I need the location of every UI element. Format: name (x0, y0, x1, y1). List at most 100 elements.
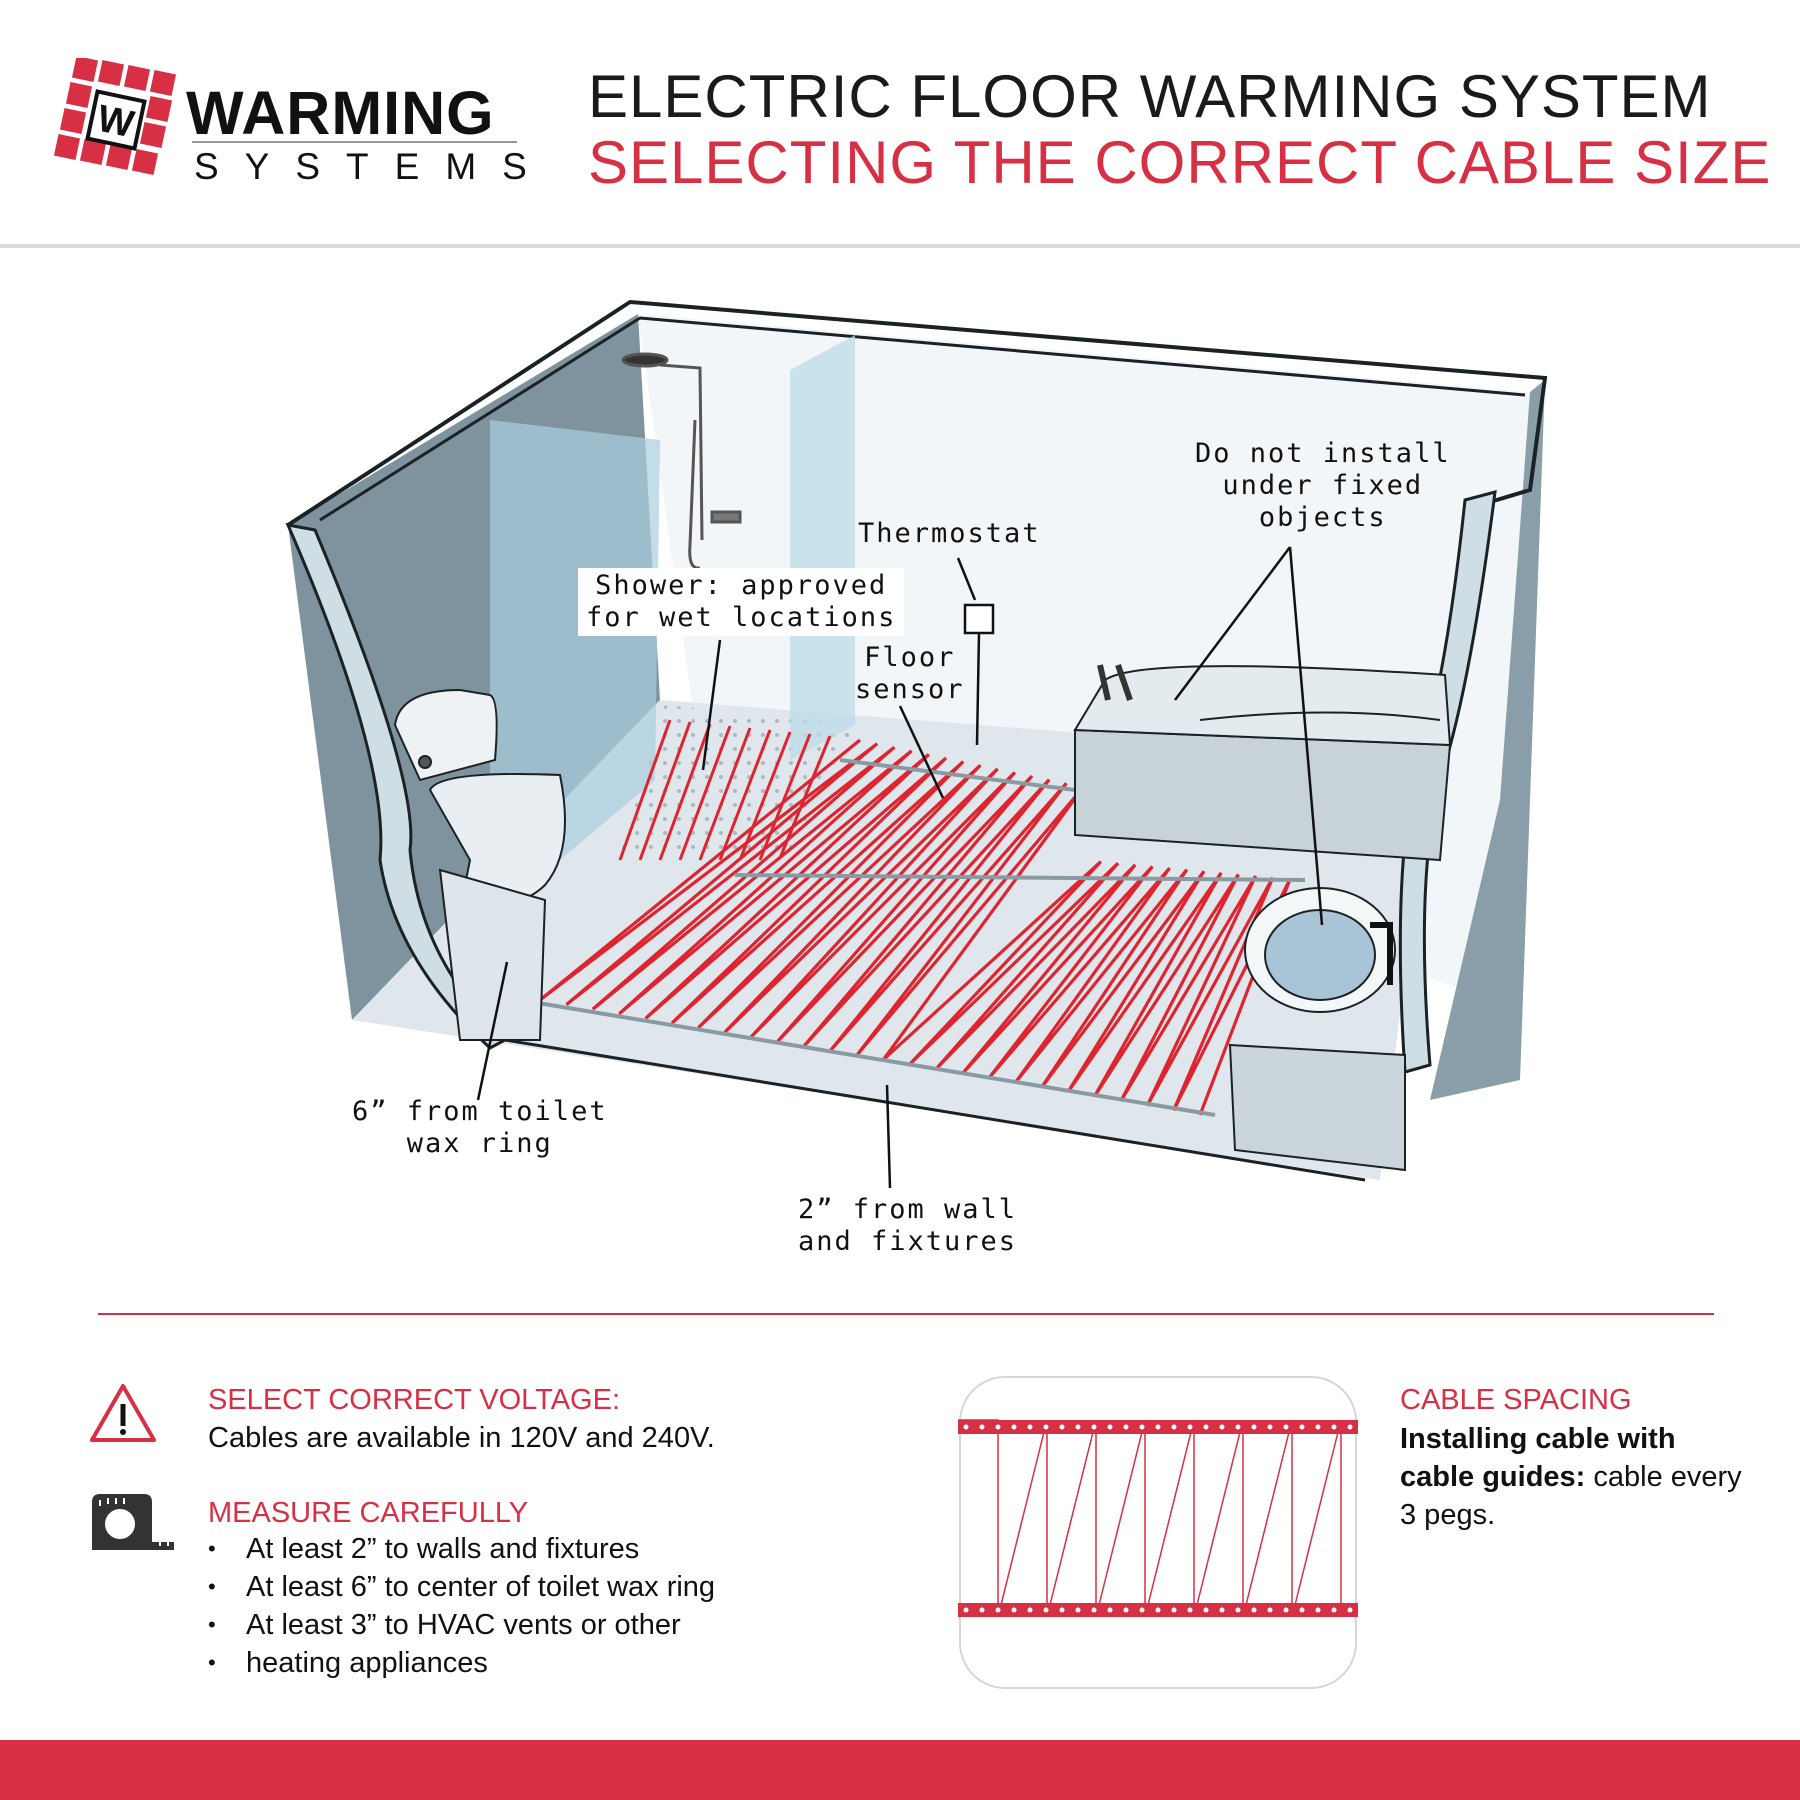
bathroom-illustration (285, 299, 1548, 1189)
callout-toilet: 6” from toilet wax ring (352, 1096, 608, 1159)
guide-peg (995, 1424, 1001, 1430)
logo-tile-icon: W (53, 55, 177, 176)
guide-peg (1107, 1607, 1113, 1613)
logo[interactable]: W WARMING SYSTEMS (52, 55, 527, 188)
guide-peg (1171, 1607, 1177, 1613)
page-title: ELECTRIC FLOOR WARMING SYSTEM (588, 63, 1712, 130)
logo-brand-line2: SYSTEMS (194, 146, 553, 187)
guide-peg (1139, 1607, 1145, 1613)
guide-peg (1203, 1424, 1209, 1430)
bathtub (1073, 664, 1452, 862)
list-item-text: heating appliances (246, 1647, 488, 1679)
toilet (393, 688, 566, 1041)
spacing-bold-text: Installing cable with cable guides: (1400, 1423, 1676, 1493)
voltage-text: Cables are available in 120V and 240V. (208, 1422, 715, 1454)
header-divider (0, 244, 1800, 248)
left-wall-edge (285, 523, 508, 1050)
guide-peg (1315, 1607, 1321, 1613)
cable-run (538, 738, 1292, 1116)
shower-fixture (621, 352, 742, 570)
guide-peg (1155, 1607, 1161, 1613)
voltage-heading: SELECT CORRECT VOLTAGE: (208, 1384, 621, 1416)
logo-mark-letter: W (94, 98, 138, 147)
guide-peg (1171, 1424, 1177, 1430)
guide-peg (1155, 1424, 1161, 1430)
bathroom-diagram: Shower: approved for wet locations Therm… (0, 250, 1800, 1300)
guide-pegs (963, 1424, 1353, 1613)
guide-peg (1267, 1607, 1273, 1613)
guide-peg (1091, 1424, 1097, 1430)
guide-peg (1347, 1607, 1353, 1613)
guide-peg (1123, 1424, 1129, 1430)
list-item-continuation: heating appliancesx (208, 1644, 715, 1682)
guide-peg (1347, 1424, 1353, 1430)
guide-peg (1299, 1607, 1305, 1613)
callout-wall: 2” from wall and fixtures (798, 1194, 1018, 1257)
guide-peg (1203, 1607, 1209, 1613)
section-divider (98, 1313, 1714, 1315)
callout-leaders (476, 546, 1324, 1189)
guide-peg (979, 1607, 985, 1613)
warning-icon (90, 1384, 156, 1442)
guide-peg (1011, 1607, 1017, 1613)
cable-guides (519, 758, 1306, 1117)
callout-shower: Shower: approved for wet locations (578, 568, 905, 636)
guide-peg (1219, 1424, 1225, 1430)
guide-peg (1219, 1607, 1225, 1613)
guide-peg (1331, 1424, 1337, 1430)
callout-floor-sensor: Floor sensor (855, 642, 965, 705)
spacing-heading: CABLE SPACING (1400, 1384, 1632, 1416)
guide-peg (1315, 1424, 1321, 1430)
header: W WARMING SYSTEMS ELECTRIC FLOOR WARMING… (0, 0, 1800, 246)
guide-peg (1075, 1607, 1081, 1613)
guide-peg (1331, 1607, 1337, 1613)
footer-bar (0, 1740, 1800, 1800)
guide-peg (1283, 1424, 1289, 1430)
guide-peg (1027, 1424, 1033, 1430)
list-item: At least 3” to HVAC vents or other (208, 1606, 715, 1644)
guide-peg (1059, 1424, 1065, 1430)
guide-peg (963, 1607, 969, 1613)
guide-peg (1107, 1424, 1113, 1430)
guide-peg (963, 1424, 969, 1430)
guide-peg (1123, 1607, 1129, 1613)
guide-peg (1251, 1424, 1257, 1430)
guide-peg (1187, 1424, 1193, 1430)
callout-thermostat: Thermostat (858, 518, 1041, 549)
measure-heading: MEASURE CAREFULLY (208, 1497, 529, 1529)
cable-main (538, 738, 1292, 1116)
guide-peg (1027, 1607, 1033, 1613)
guide-peg (1251, 1607, 1257, 1613)
spacing-plain-text: cable every 3 pegs. (1400, 1461, 1742, 1531)
guide-peg (1011, 1424, 1017, 1430)
guide-peg (1043, 1424, 1049, 1430)
spacing-text: Installing cable with cable guides: cabl… (1400, 1420, 1750, 1534)
guide-peg (995, 1607, 1001, 1613)
guide-peg (1283, 1607, 1289, 1613)
wall-top-edge (286, 299, 1548, 527)
guide-peg (1187, 1607, 1193, 1613)
freestanding-tub (1228, 887, 1406, 1172)
guide-peg (1139, 1424, 1145, 1430)
guide-peg (979, 1424, 985, 1430)
list-item: At least 2” to walls and fixtures (208, 1530, 715, 1568)
guide-peg (1299, 1424, 1305, 1430)
guide-peg (1075, 1424, 1081, 1430)
measure-list: At least 2” to walls and fixtures At lea… (208, 1530, 715, 1682)
right-wall (1430, 380, 1545, 1100)
logo-divider (192, 141, 517, 143)
page-subtitle: SELECTING THE CORRECT CABLE SIZE (588, 129, 1772, 196)
shower-glass-right (790, 335, 855, 760)
guide-peg (1235, 1424, 1241, 1430)
list-item: At least 6” to center of toilet wax ring (208, 1568, 715, 1606)
guide-peg (1043, 1607, 1049, 1613)
logo-brand-line1: WARMING (186, 79, 495, 147)
shower-glass-left (490, 420, 660, 860)
guide-peg (1235, 1607, 1241, 1613)
cable-spacing-illustration (958, 1376, 1358, 1689)
guide-peg (1091, 1607, 1097, 1613)
callout-fixed-objects: Do not install under fixed objects (1195, 438, 1451, 533)
tape-measure-icon (92, 1494, 174, 1550)
guide-peg (1059, 1607, 1065, 1613)
guide-peg (1267, 1424, 1273, 1430)
